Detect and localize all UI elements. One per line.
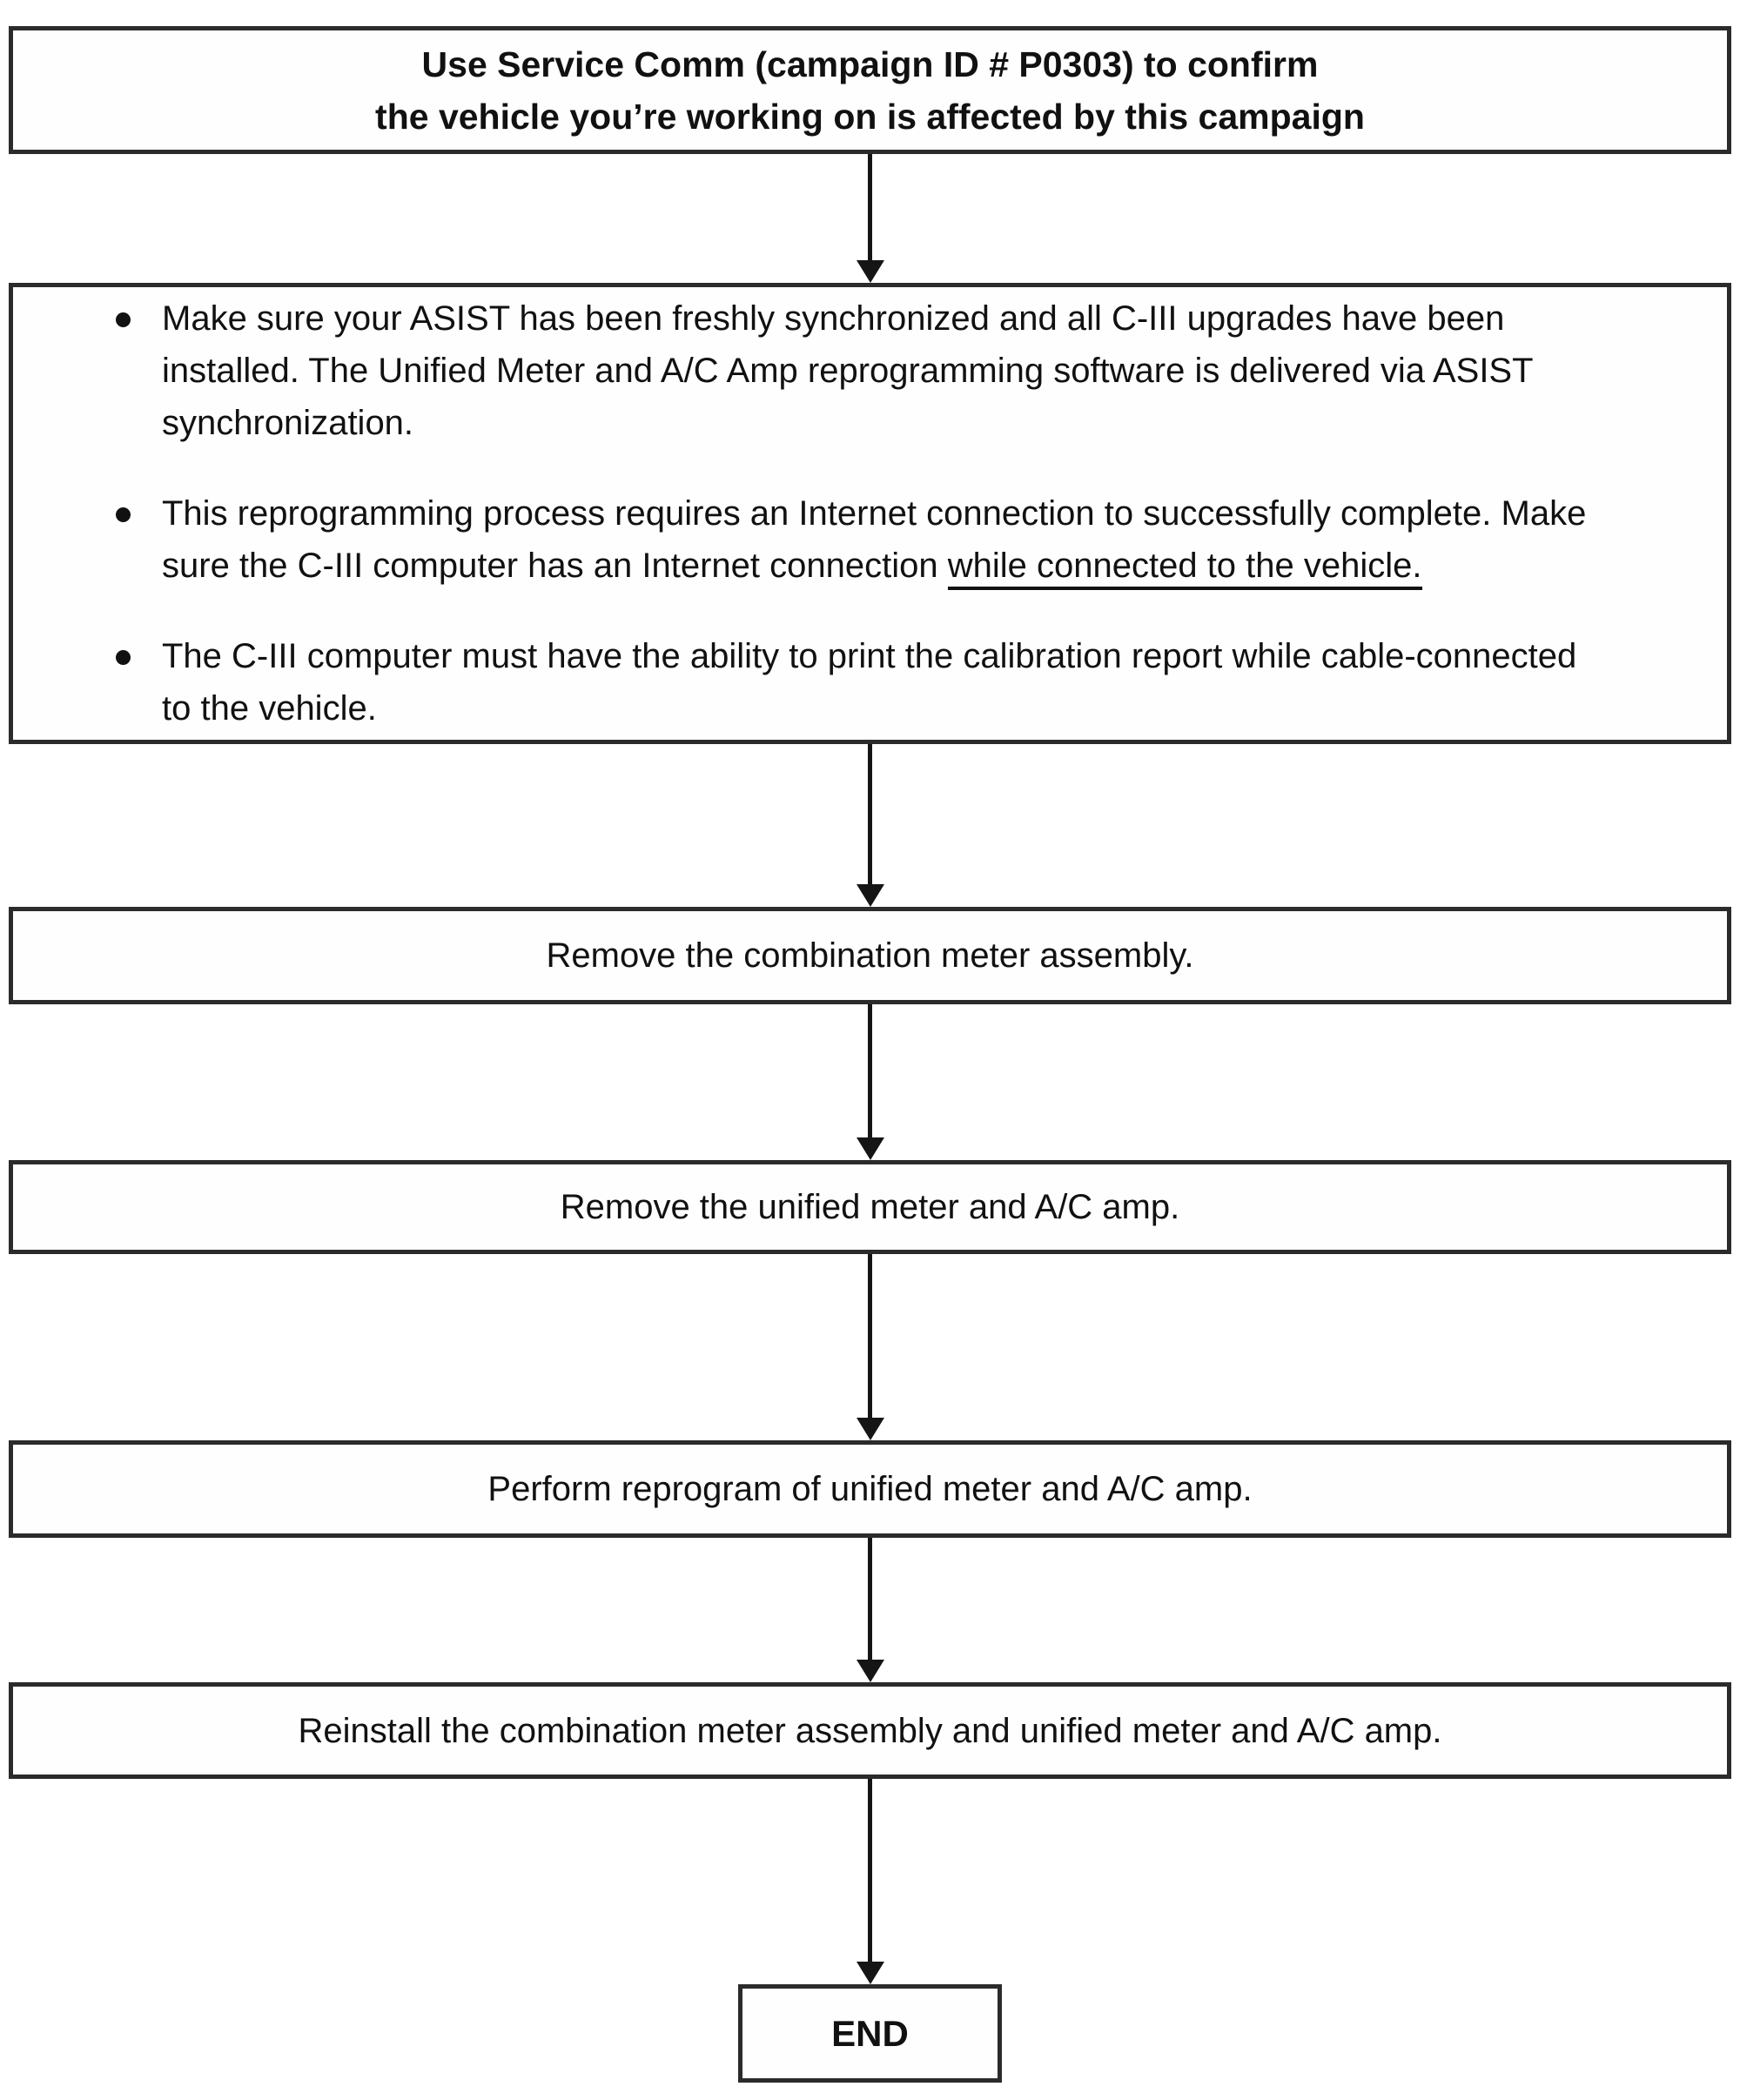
arrow-shaft (868, 1254, 872, 1418)
arrow-head-icon (856, 1962, 884, 1984)
bullet-dot-icon (116, 312, 131, 327)
bullet-text-asist-sync: Make sure your ASIST has been freshly sy… (162, 299, 1533, 442)
connector-arrow-2 (856, 744, 884, 907)
step-box-remove-combination-meter: Remove the combination meter assembly. (9, 907, 1731, 1004)
step-label: Remove the unified meter and A/C amp. (560, 1188, 1180, 1226)
step-label: Perform reprogram of unified meter and A… (487, 1470, 1253, 1508)
arrow-shaft (868, 154, 872, 260)
bullet-dot-icon (116, 650, 131, 665)
preparation-box: Make sure your ASIST has been freshly sy… (9, 283, 1731, 744)
start-box-label: Use Service Comm (campaign ID # P0303) t… (375, 44, 1365, 137)
end-box-label: END (831, 2012, 909, 2054)
connector-arrow-6 (856, 1779, 884, 1984)
bullet-text-segment: This reprogramming process requires an I… (162, 494, 1587, 585)
bullet-list: Make sure your ASIST has been freshly sy… (13, 292, 1727, 735)
arrow-shaft (868, 1779, 872, 1962)
arrow-head-icon (856, 1137, 884, 1160)
bullet-dot-icon (116, 507, 131, 522)
bullet-item: This reprogramming process requires an I… (13, 487, 1727, 592)
bullet-item: Make sure your ASIST has been freshly sy… (13, 292, 1727, 449)
connector-arrow-4 (856, 1254, 884, 1440)
bullet-item: The C-III computer must have the ability… (13, 630, 1727, 735)
arrow-head-icon (856, 884, 884, 907)
arrow-head-icon (856, 1660, 884, 1682)
step-label: Remove the combination meter assembly. (546, 936, 1194, 975)
arrow-head-icon (856, 260, 884, 283)
arrow-shaft (868, 1538, 872, 1660)
step-box-reprogram-unified-meter: Perform reprogram of unified meter and A… (9, 1440, 1731, 1538)
step-label: Reinstall the combination meter assembly… (298, 1711, 1442, 1750)
start-box: Use Service Comm (campaign ID # P0303) t… (9, 26, 1731, 154)
arrow-shaft (868, 1004, 872, 1137)
step-box-reinstall: Reinstall the combination meter assembly… (9, 1682, 1731, 1779)
connector-arrow-5 (856, 1538, 884, 1682)
step-box-remove-unified-meter: Remove the unified meter and A/C amp. (9, 1160, 1731, 1254)
bullet-text-print-calibration: The C-III computer must have the ability… (162, 637, 1577, 728)
bullet-text-internet-connection: This reprogramming process requires an I… (162, 487, 1596, 592)
arrow-head-icon (856, 1418, 884, 1440)
arrow-shaft (868, 744, 872, 884)
bullet-text-underlined-segment: while connected to the vehicle. (947, 547, 1422, 590)
end-box: END (738, 1984, 1002, 2083)
connector-arrow-3 (856, 1004, 884, 1160)
connector-arrow-1 (856, 154, 884, 283)
